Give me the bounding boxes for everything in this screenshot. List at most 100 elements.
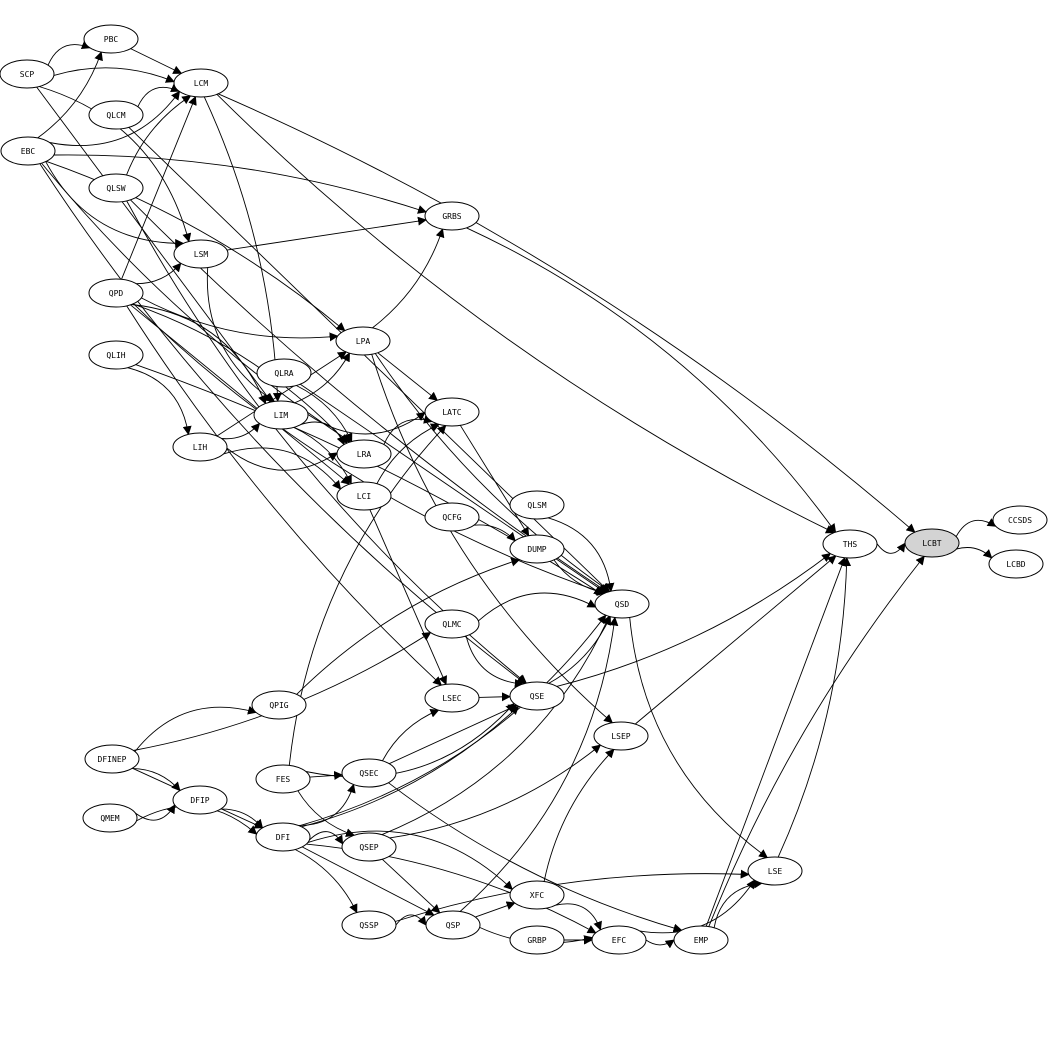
edge-lcm-to-ths — [216, 93, 835, 534]
edge-ebc-to-pbc — [37, 51, 103, 139]
node-qpig: QPIG — [251, 690, 307, 720]
edge-ebc-to-lpa — [46, 160, 346, 332]
node-ellipse — [341, 758, 397, 788]
node-ellipse — [88, 100, 144, 130]
edge-lih-to-lra — [226, 447, 338, 471]
node-ellipse — [82, 803, 138, 833]
node-label: QLSM — [527, 501, 546, 510]
node-lim: LIM — [253, 400, 309, 430]
node-label: LRA — [357, 450, 372, 459]
node-qlmc: QLMC — [424, 609, 480, 639]
edge-qlih-to-lih — [127, 367, 192, 436]
node-label: QPIG — [269, 701, 288, 710]
node-label: QLSW — [106, 184, 125, 193]
node-qsd: QSD — [594, 589, 650, 619]
node-label: QPD — [109, 289, 124, 298]
edge-lih-to-lci — [223, 447, 342, 490]
edge-qsp-to-qsd — [459, 616, 619, 912]
node-ellipse — [747, 856, 803, 886]
node-label: QLMC — [442, 620, 461, 629]
node-lse: LSE — [747, 856, 803, 886]
edge-efc-to-emp — [645, 939, 675, 949]
edge-lpa-to-latc — [377, 352, 439, 401]
node-label: QCFG — [442, 513, 461, 522]
edge-lsm-to-grbs — [226, 216, 427, 251]
edge-fes-to-qsec — [309, 770, 344, 780]
node-label: QSP — [446, 921, 461, 930]
node-ellipse — [173, 68, 229, 98]
node-label: LIH — [193, 443, 208, 452]
node-qlsm: QLSM — [509, 490, 565, 520]
node-label: LPA — [356, 337, 371, 346]
node-ebc: EBC — [0, 136, 56, 166]
node-ellipse — [172, 432, 228, 462]
node-ellipse — [904, 528, 960, 558]
node-ellipse — [256, 358, 312, 388]
node-qsep: QSEP — [341, 832, 397, 862]
edge-qsec-to-qse — [389, 704, 518, 765]
node-ellipse — [173, 239, 229, 269]
node-ellipse — [594, 589, 650, 619]
edge-qlsw-to-lcm — [126, 95, 192, 176]
edge-lci-to-lsec — [369, 509, 447, 686]
edge-qlsm-to-qsd — [547, 517, 615, 593]
node-scp: SCP — [0, 59, 55, 89]
node-label: QSSP — [359, 921, 378, 930]
node-ellipse — [988, 549, 1044, 579]
node-lcbt: LCBT — [904, 528, 960, 558]
node-ellipse — [593, 721, 649, 751]
node-efc: EFC — [591, 925, 647, 955]
node-ellipse — [253, 400, 309, 430]
node-label: GRBP — [527, 936, 546, 945]
node-dfip: DFIP — [172, 785, 228, 815]
node-label: FES — [276, 775, 291, 784]
node-fes: FES — [255, 764, 311, 794]
node-ccsds: CCSDS — [992, 505, 1048, 535]
node-grbp: GRBP — [509, 925, 565, 955]
node-ellipse — [673, 925, 729, 955]
node-label: EFC — [612, 936, 627, 945]
node-label: QMEM — [100, 814, 119, 823]
node-ellipse — [0, 59, 55, 89]
node-ellipse — [336, 481, 392, 511]
node-ellipse — [509, 681, 565, 711]
edge-scp-to-lim — [36, 86, 272, 403]
node-label: QLRA — [274, 369, 293, 378]
node-label: THS — [843, 540, 858, 549]
edge-qsep-to-lsep — [389, 744, 602, 839]
node-ellipse — [341, 832, 397, 862]
node-lpa: LPA — [335, 326, 391, 356]
edge-qpd-to-lcm — [121, 95, 197, 280]
edge-lih-to-lim — [221, 422, 261, 440]
node-ellipse — [509, 925, 565, 955]
edge-dfi-to-qssp — [294, 849, 358, 914]
node-label: EMP — [694, 936, 709, 945]
node-label: LCBD — [1006, 560, 1025, 569]
edge-qlmc-to-qse — [465, 635, 524, 688]
node-label: QLCM — [106, 111, 125, 120]
node-qlra: QLRA — [256, 358, 312, 388]
node-ths: THS — [822, 529, 878, 559]
edge-qpd-to-lra — [132, 303, 348, 444]
edge-qsp-to-xfc — [475, 901, 516, 918]
edge-dfi-to-xfc — [307, 830, 513, 891]
edge-dfi-to-qse — [301, 705, 520, 828]
node-lra: LRA — [336, 439, 392, 469]
edge-qse-to-ths — [556, 553, 832, 687]
node-label: LIM — [274, 411, 289, 420]
node-ellipse — [336, 439, 392, 469]
edge-qsec-to-emp — [388, 782, 683, 933]
edge-lpa-to-grbs — [372, 228, 445, 329]
graph-edges — [36, 40, 997, 949]
node-ellipse — [509, 490, 565, 520]
edge-ebc-to-lcm — [49, 90, 181, 146]
edge-qlcm-to-qsd — [128, 126, 610, 593]
node-dfinep: DFINEP — [84, 744, 140, 774]
edge-lsep-to-ths — [634, 555, 837, 725]
node-label: QSEP — [359, 843, 378, 852]
edge-dfinep-to-dfip — [132, 767, 181, 792]
edge-lse-to-ths — [777, 557, 852, 858]
node-ellipse — [424, 397, 480, 427]
node-ellipse — [992, 505, 1048, 535]
